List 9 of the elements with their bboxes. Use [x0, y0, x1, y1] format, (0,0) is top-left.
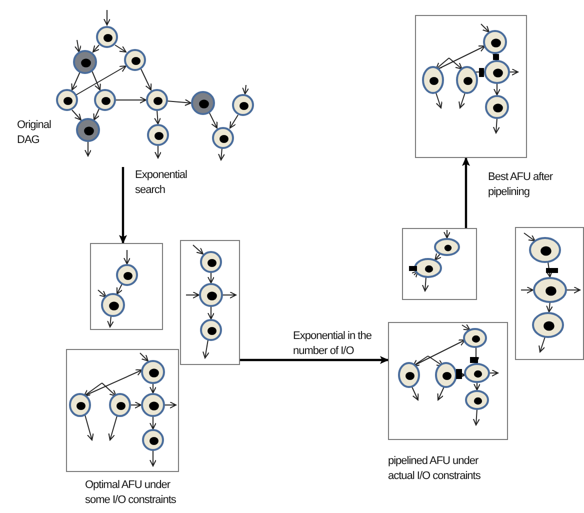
- edge-label: Exponential in the number of I/O: [293, 329, 372, 359]
- caption: pipelined AFU under actual I/O constraints: [388, 454, 482, 484]
- edge-label: Exponential search: [135, 168, 188, 198]
- arrow: [240, 356, 389, 364]
- node-caption: Original DAG: [17, 118, 52, 148]
- edge-label: Best AFU after pipelining: [488, 170, 554, 200]
- arrow: [119, 167, 127, 244]
- arrow: [462, 157, 470, 228]
- caption: Optimal AFU under some I/O constraints: [85, 478, 177, 508]
